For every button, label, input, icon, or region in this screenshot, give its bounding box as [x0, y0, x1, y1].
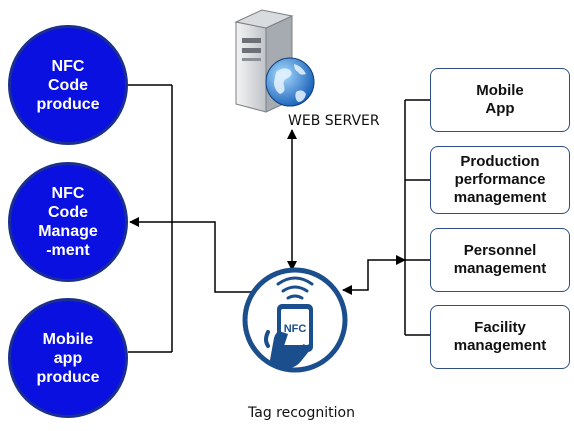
box-label: Production performance management [453, 153, 547, 206]
box-label: Mobile App [476, 82, 524, 117]
box-label: Personnel management [453, 242, 547, 277]
node-label: NFC Code Manage -ment [38, 185, 98, 259]
personnel-management-box: Personnel management [430, 228, 570, 292]
node-label: Mobile app produce [36, 330, 100, 386]
mobile-app-produce-node: Mobile app produce [8, 298, 128, 418]
box-label: Facility management [453, 319, 547, 354]
nfc-badge-label: NFC [284, 323, 307, 335]
nfc-code-management-node: NFC Code Manage -ment [8, 162, 128, 282]
web-server-icon [228, 8, 318, 118]
tag-recognition-label: Tag recognition [248, 405, 355, 421]
nfc-code-produce-node: NFC Code produce [8, 25, 128, 145]
production-performance-box: Production performance management [430, 146, 570, 214]
tag-to-right-arrow [342, 255, 406, 295]
facility-management-box: Facility management [430, 305, 570, 369]
node-label: NFC Code produce [36, 57, 100, 113]
mobile-app-box: Mobile App [430, 68, 570, 132]
left-to-tag-arrow [172, 221, 271, 297]
web-server-label: WEB SERVER [288, 113, 380, 129]
nfc-phone-icon: NFC [240, 262, 350, 374]
